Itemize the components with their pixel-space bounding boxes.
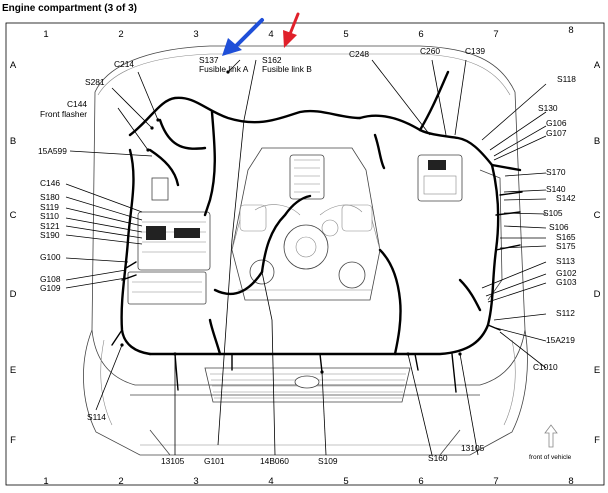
column-label: 3 bbox=[193, 476, 198, 487]
row-label: C bbox=[594, 210, 601, 221]
front-of-vehicle-label: front of vehicle bbox=[529, 454, 572, 461]
row-labels-left: A B C D E F bbox=[10, 60, 17, 446]
column-label: 8 bbox=[568, 25, 573, 36]
label-s113: S113 bbox=[556, 256, 575, 266]
label-14b060: 14B060 bbox=[260, 456, 289, 466]
label-15a219: 15A219 bbox=[546, 335, 575, 345]
label-g100: G100 bbox=[40, 252, 61, 262]
component-labels: S137 Fusible link A S162 Fusible link B … bbox=[38, 46, 577, 466]
blue-arrow-icon bbox=[222, 18, 264, 56]
label-c144: C144 bbox=[67, 99, 87, 109]
row-label: A bbox=[594, 60, 601, 71]
label-g109: G109 bbox=[40, 283, 61, 293]
column-label: 6 bbox=[418, 476, 423, 487]
row-label: D bbox=[10, 289, 17, 300]
row-labels-right: A B C D E F bbox=[594, 60, 601, 446]
connector-dots bbox=[120, 70, 462, 374]
column-label: 5 bbox=[343, 476, 348, 487]
column-label: 1 bbox=[43, 476, 48, 487]
label-c146: C146 bbox=[40, 178, 60, 188]
row-label: B bbox=[10, 136, 16, 147]
label-fusible-link-b: Fusible link B bbox=[262, 64, 312, 74]
label-c1010: C1010 bbox=[533, 362, 558, 372]
column-labels-top: 1 2 3 4 5 6 7 8 bbox=[43, 25, 573, 40]
column-label: 7 bbox=[493, 29, 498, 40]
label-s118: S118 bbox=[557, 74, 576, 84]
row-label: A bbox=[10, 60, 17, 71]
label-s137: S137 bbox=[199, 55, 219, 65]
row-label: E bbox=[10, 365, 16, 376]
label-g102: G102 bbox=[556, 268, 577, 278]
label-s106: S106 bbox=[549, 222, 569, 232]
row-label: B bbox=[594, 136, 600, 147]
label-s114: S114 bbox=[87, 412, 106, 422]
label-s121: S121 bbox=[40, 221, 60, 231]
label-s162: S162 bbox=[262, 55, 282, 65]
label-c260: C260 bbox=[420, 46, 440, 56]
label-g107: G107 bbox=[546, 128, 567, 138]
label-s160: S160 bbox=[428, 453, 448, 463]
front-of-vehicle-arrow-icon bbox=[544, 424, 558, 448]
label-c248: C248 bbox=[349, 49, 369, 59]
label-g106: G106 bbox=[546, 118, 567, 128]
row-label: E bbox=[594, 365, 600, 376]
label-g108: G108 bbox=[40, 274, 61, 284]
column-label: 4 bbox=[268, 29, 273, 40]
label-s130: S130 bbox=[538, 103, 558, 113]
label-s109: S109 bbox=[318, 456, 338, 466]
column-label: 7 bbox=[493, 476, 498, 487]
row-label: F bbox=[10, 435, 16, 446]
label-15a599: 15A599 bbox=[38, 146, 67, 156]
label-s165: S165 bbox=[556, 232, 576, 242]
radiator-grille bbox=[204, 367, 411, 403]
label-s119: S119 bbox=[40, 202, 59, 212]
label-g103: G103 bbox=[556, 277, 577, 287]
label-s110: S110 bbox=[40, 211, 59, 221]
row-label: C bbox=[10, 210, 17, 221]
column-labels-bottom: 1 2 3 4 5 6 7 8 bbox=[43, 476, 573, 487]
engine-block bbox=[231, 147, 381, 301]
column-label: 2 bbox=[118, 29, 123, 40]
wiring-harness bbox=[111, 70, 523, 393]
label-s112: S112 bbox=[556, 308, 575, 318]
right-side-module bbox=[417, 154, 503, 301]
leader-lines bbox=[65, 59, 547, 456]
label-s140: S140 bbox=[546, 184, 566, 194]
column-label: 2 bbox=[118, 476, 123, 487]
label-front-flasher: Front flasher bbox=[40, 109, 87, 119]
column-label: 1 bbox=[43, 29, 48, 40]
label-s180: S180 bbox=[40, 192, 60, 202]
label-c139: C139 bbox=[465, 46, 485, 56]
label-s175: S175 bbox=[556, 241, 576, 251]
diagram-title: Engine compartment (3 of 3) bbox=[2, 3, 137, 14]
column-label: 8 bbox=[568, 476, 573, 487]
vehicle-body-outline bbox=[83, 45, 528, 456]
label-s105: S105 bbox=[543, 208, 563, 218]
label-s142: S142 bbox=[556, 193, 576, 203]
label-13105-right: 13105 bbox=[461, 443, 485, 453]
battery-and-fuse-box bbox=[127, 177, 211, 305]
label-13105-left: 13105 bbox=[161, 456, 185, 466]
column-label: 5 bbox=[343, 29, 348, 40]
label-s281: S281 bbox=[85, 77, 105, 87]
row-label: F bbox=[594, 435, 600, 446]
diagram-frame bbox=[5, 22, 605, 486]
red-arrow-icon bbox=[283, 12, 300, 48]
label-s190: S190 bbox=[40, 230, 60, 240]
column-label: 3 bbox=[193, 29, 198, 40]
label-s170: S170 bbox=[546, 167, 566, 177]
column-label: 4 bbox=[268, 476, 273, 487]
label-fusible-link-a: Fusible link A bbox=[199, 64, 249, 74]
row-label: D bbox=[594, 289, 601, 300]
label-c214: C214 bbox=[114, 59, 134, 69]
column-label: 6 bbox=[418, 29, 423, 40]
label-g101: G101 bbox=[204, 456, 225, 466]
